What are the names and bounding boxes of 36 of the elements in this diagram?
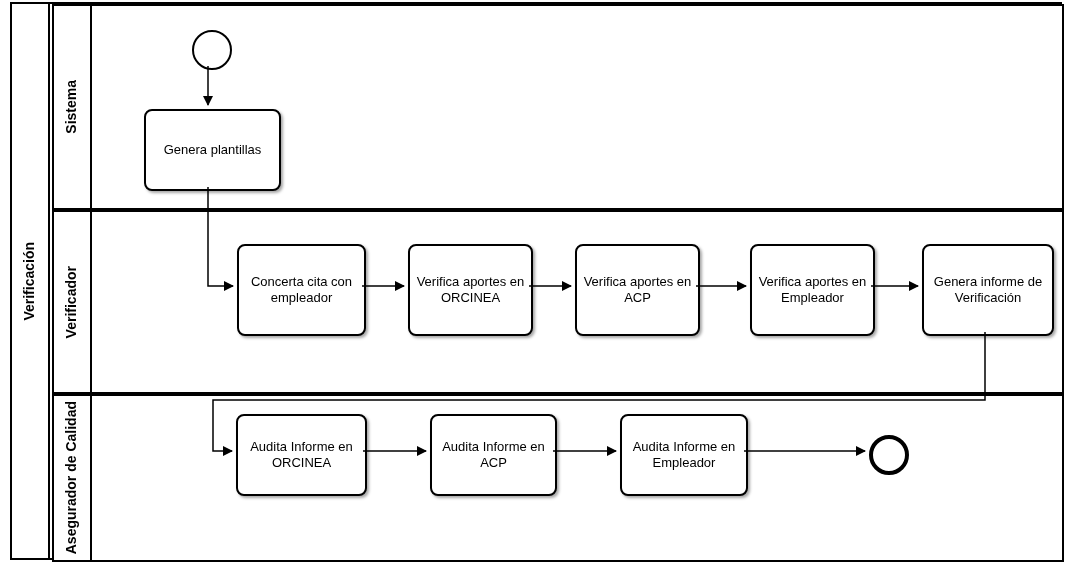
arrow — [203, 65, 213, 106]
swimlane-lane — [52, 394, 1064, 562]
task-box — [236, 414, 367, 496]
arrow — [528, 281, 572, 291]
pool-label: Verificación — [21, 241, 39, 321]
arrow — [212, 331, 986, 456]
lane-label: Sistema — [63, 80, 81, 134]
task-box — [408, 244, 533, 336]
task-label: Genera plantillas — [163, 141, 262, 159]
task-box — [575, 244, 700, 336]
arrow — [695, 281, 747, 291]
task-label: Audita Informe en ORCINEA — [249, 438, 354, 472]
arrow — [362, 446, 427, 456]
task-box — [237, 244, 366, 336]
lane-label: Verificador — [63, 265, 81, 339]
arrow — [743, 446, 866, 456]
task-label: Audita Informe en ACP — [441, 438, 546, 472]
lane-label: Asegurador de Calidad — [63, 401, 81, 555]
task-box — [922, 244, 1054, 336]
task-box — [144, 109, 281, 191]
task-label: Audita Informe en Empleador — [631, 438, 737, 472]
task-box — [620, 414, 748, 496]
arrow — [207, 186, 234, 291]
task-label: Verifica aportes en Empleador — [757, 273, 868, 307]
task-label: Verifica aportes en ACP — [582, 273, 693, 307]
arrow — [870, 281, 919, 291]
task-label: Genera informe de Verificación — [932, 273, 1044, 307]
swimlane-lane — [52, 4, 1064, 210]
arrow — [361, 281, 405, 291]
task-label: Verifica aportes en ORCINEA — [415, 273, 526, 307]
arrow — [552, 446, 617, 456]
task-box — [430, 414, 557, 496]
task-box — [750, 244, 875, 336]
swimlane-lane — [52, 210, 1064, 394]
task-label: Concerta cita con empleador — [249, 273, 354, 307]
swimlane-pool — [10, 2, 1062, 560]
